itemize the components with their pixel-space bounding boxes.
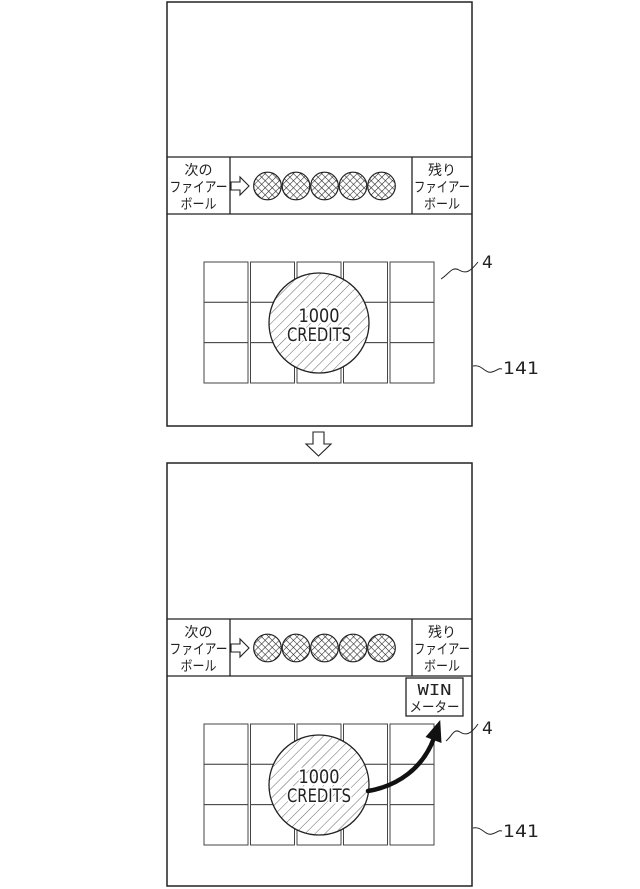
- next-fireball-label: 次の ファイアー ボール: [170, 625, 228, 675]
- next-fireball-label: 次の ファイアー ボール: [170, 163, 228, 213]
- next-fireball-line-1: 次の: [185, 163, 213, 179]
- reference-label-display: 141: [473, 822, 539, 842]
- fireball-info-bar: 次の ファイアー ボール 残り ファイアー ボール: [167, 619, 472, 676]
- fireball-icon: [282, 172, 310, 200]
- fireball-icon: [368, 634, 396, 662]
- win-meter: WIN メーター: [406, 678, 463, 716]
- reel-cell: [390, 262, 434, 302]
- fireball-icon: [254, 634, 282, 662]
- next-fireball-line-3: ボール: [181, 197, 217, 213]
- next-fireball-line-3: ボール: [181, 659, 217, 675]
- reel-cell: [204, 302, 248, 342]
- reel-cell: [204, 724, 248, 764]
- right-hollow-arrow-icon: [231, 639, 249, 657]
- reel-cell: [390, 805, 434, 845]
- remaining-fireball-label: 残り ファイアー ボール: [414, 625, 470, 675]
- remaining-fireball-line-3: ボール: [424, 197, 460, 213]
- remaining-fireball-line-1: 残り: [428, 163, 456, 179]
- fireball-info-bar: 次の ファイアー ボール 残り ファイアー ボール: [167, 157, 472, 214]
- reference-numeral: 4: [482, 253, 493, 273]
- reel-cell: [390, 724, 434, 764]
- next-fireball-line-2: ファイアー: [170, 642, 228, 658]
- credit-award: 1000 CREDITS: [269, 273, 369, 373]
- reel-cell: [204, 805, 248, 845]
- reference-label-display: 141: [473, 359, 539, 379]
- fireball-icon: [282, 634, 310, 662]
- fireball-icon: [339, 172, 367, 200]
- screen-after: 次の ファイアー ボール 残り ファイアー ボール WIN メーター: [167, 463, 539, 886]
- fireball-queue: [254, 634, 396, 662]
- screen-before: 次の ファイアー ボール 残り ファイアー ボール 1000 CRE: [167, 2, 539, 426]
- remaining-fireball-line-3: ボール: [424, 659, 460, 675]
- fireball-icon: [254, 172, 282, 200]
- leader-line: [446, 724, 478, 741]
- reference-numeral: 4: [482, 719, 493, 739]
- credit-award-unit: CREDITS: [287, 324, 351, 346]
- next-fireball-line-2: ファイアー: [170, 180, 228, 196]
- fireball-icon: [311, 634, 339, 662]
- reel-cell: [390, 302, 434, 342]
- reference-numeral: 141: [503, 359, 539, 379]
- reel-cell: [204, 343, 248, 383]
- reference-numeral: 141: [503, 822, 539, 842]
- leader-line: [473, 366, 502, 373]
- fireball-icon: [339, 634, 367, 662]
- remaining-fireball-line-1: 残り: [428, 625, 456, 641]
- reel-cell: [204, 764, 248, 804]
- reel-cell: [390, 343, 434, 383]
- reference-label-reel-area: 4: [446, 719, 493, 741]
- credit-award-unit: CREDITS: [287, 785, 351, 807]
- credit-award: 1000 CREDITS: [269, 735, 369, 835]
- reel-cell: [204, 262, 248, 302]
- remaining-fireball-line-2: ファイアー: [414, 180, 470, 196]
- win-meter-line-2: メーター: [410, 700, 460, 716]
- remaining-fireball-line-2: ファイアー: [414, 642, 470, 658]
- leader-line: [473, 828, 502, 835]
- down-hollow-arrow-icon: [306, 432, 331, 456]
- next-fireball-line-1: 次の: [185, 625, 213, 641]
- reference-label-reel-area: 4: [441, 253, 493, 279]
- right-hollow-arrow-icon: [231, 177, 249, 195]
- win-meter-line-1: WIN: [418, 681, 452, 699]
- fireball-icon: [368, 172, 396, 200]
- fireball-queue: [254, 172, 396, 200]
- remaining-fireball-label: 残り ファイアー ボール: [414, 163, 470, 213]
- fireball-icon: [311, 172, 339, 200]
